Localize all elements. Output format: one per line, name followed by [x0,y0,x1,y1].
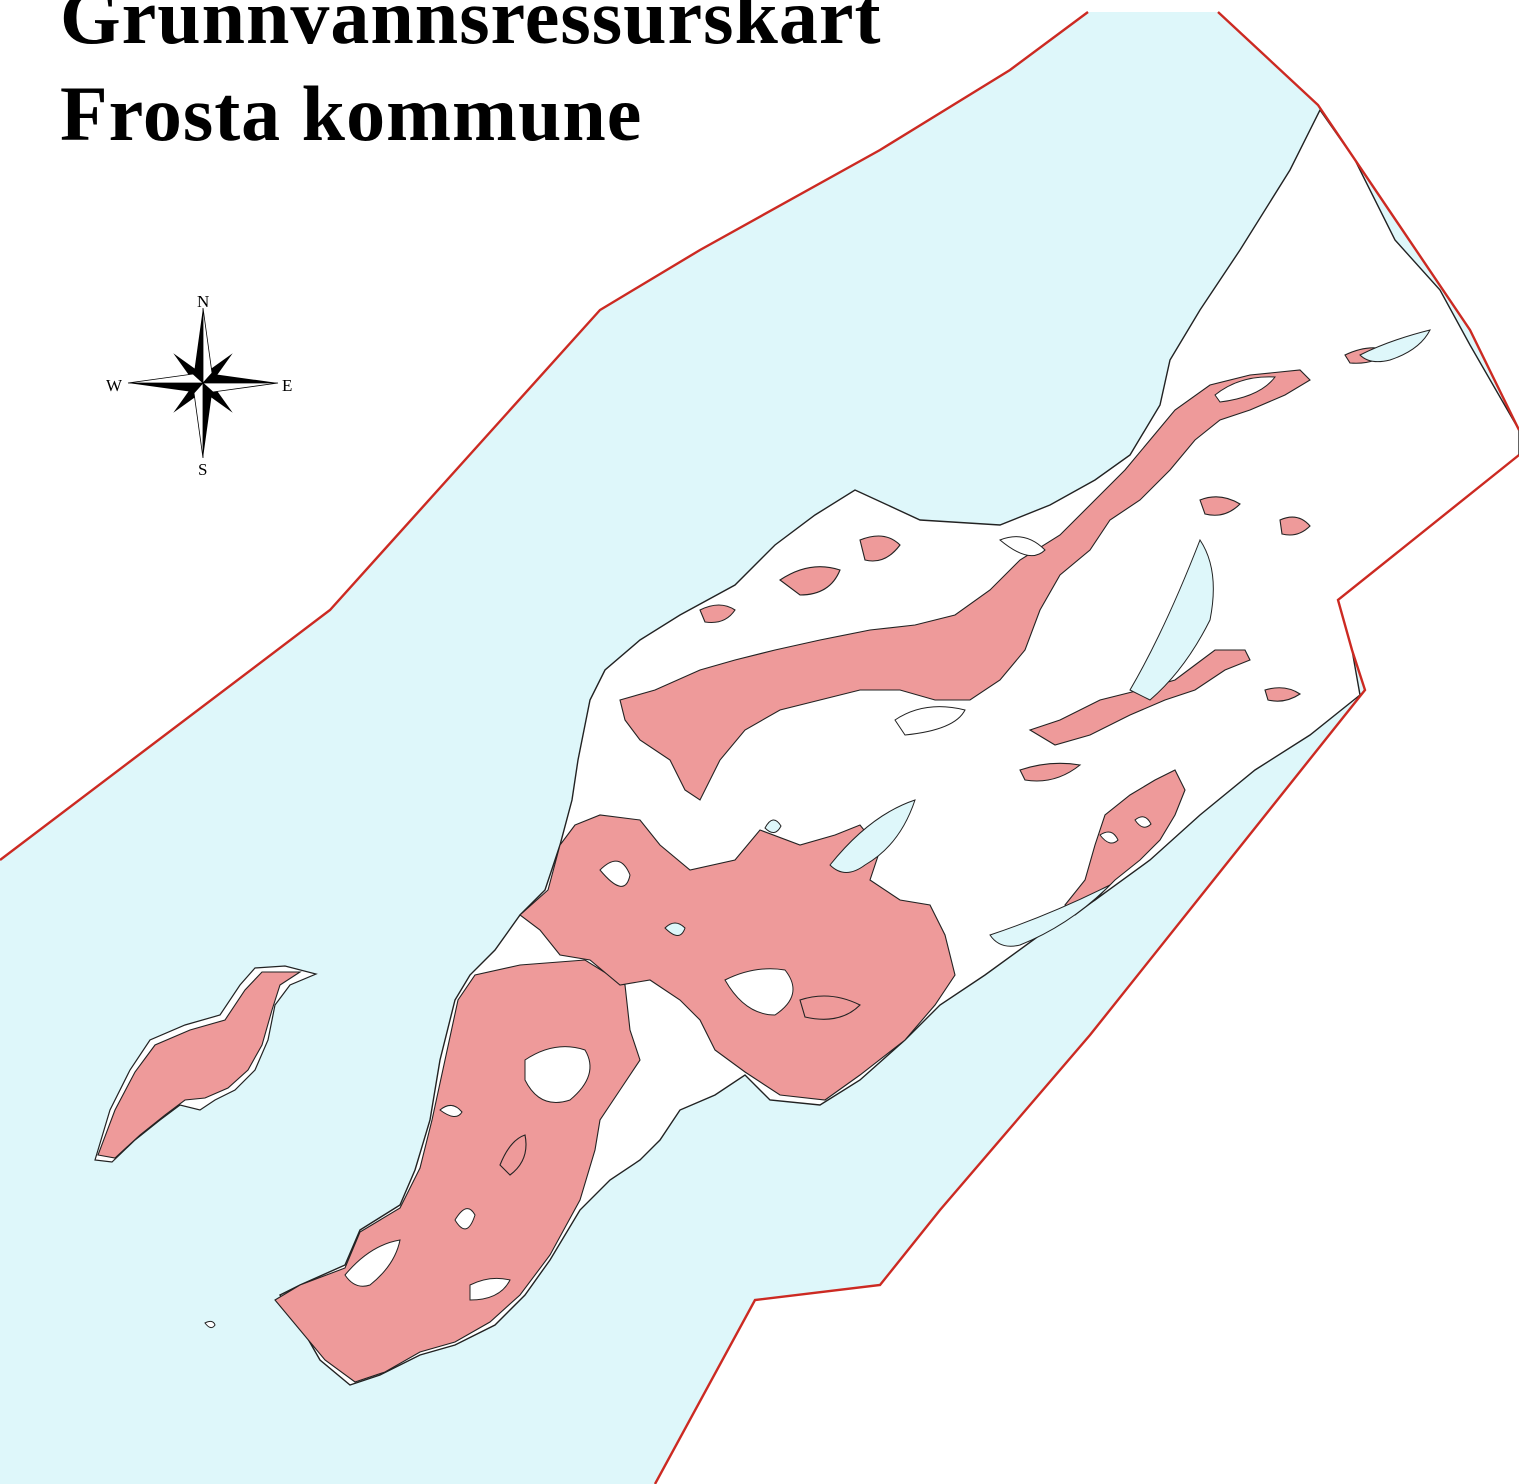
island-small-1 [204,1320,216,1329]
non-resource-areas [344,376,1276,1301]
zone-central [519,814,956,1101]
compass-east-label: E [282,376,292,395]
lake-northeast [1359,329,1431,363]
compass-rose-icon: N S W E [106,292,292,479]
lakes [664,329,1431,947]
lake-east-inlet [989,884,1111,947]
lake-small-2 [764,819,782,833]
compass-north-label: N [197,292,209,311]
groundwater-zones [97,347,1392,1383]
zone-island-west [97,971,302,1159]
zone-north-band [619,369,1311,801]
lake-east [1129,538,1214,701]
compass-south-label: S [198,460,207,479]
compass-west-label: W [106,376,123,395]
map-title-line-2: Frosta kommune [60,70,643,157]
lake-central [829,799,916,873]
municipal-boundary [0,11,1519,1484]
lake-small [664,922,686,936]
map-title-line-1: Grunnvannsressurskart [60,0,882,60]
zone-east-band [1028,649,1251,746]
